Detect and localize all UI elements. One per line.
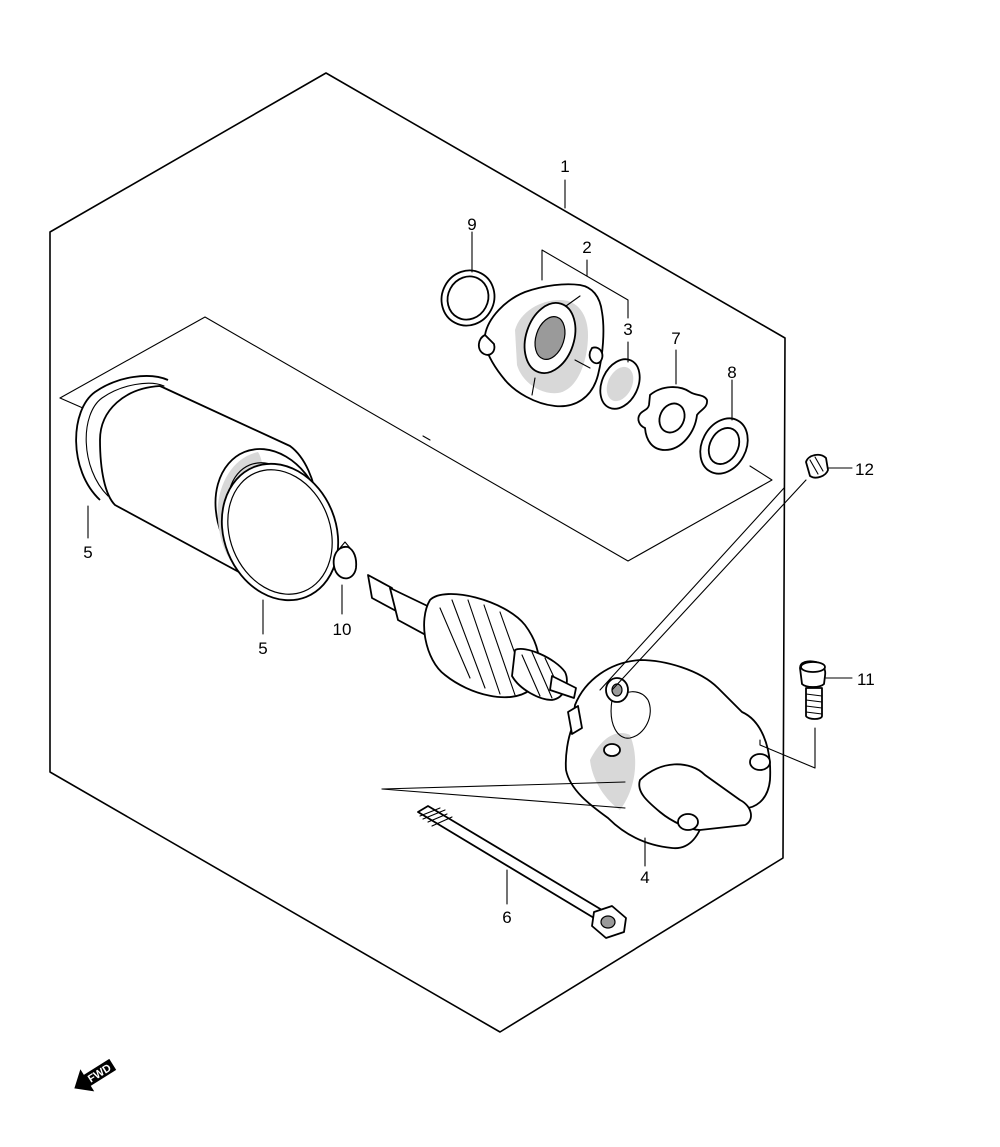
part-o-ring-9 [440, 269, 496, 327]
callout-1: 1 [560, 157, 569, 176]
callout-10: 10 [333, 620, 352, 639]
callout-9: 9 [467, 215, 476, 234]
leader-lines [87, 179, 853, 905]
callout-8: 8 [727, 363, 736, 382]
part-screw-12 [805, 453, 829, 479]
part-o-ring-5-right [220, 462, 340, 602]
callout-12: 12 [855, 460, 874, 479]
part-lock-washer-7 [637, 386, 708, 451]
callout-11: 11 [857, 670, 875, 689]
callout-3: 3 [623, 320, 632, 339]
part-oil-seal-3 [599, 358, 641, 410]
part-through-bolt-6 [417, 805, 627, 939]
part-armature [367, 574, 577, 701]
subgroup-bracket [59, 316, 773, 562]
callout-6: 6 [502, 908, 511, 927]
callout-7: 7 [671, 329, 680, 348]
callout-5-right: 5 [258, 639, 267, 658]
part-bolt-11 [799, 660, 827, 720]
part-front-housing-2 [477, 283, 605, 408]
part-circlip-10 [332, 541, 358, 580]
forward-arrow-icon: FWD [74, 1058, 117, 1092]
callout-4: 4 [640, 868, 649, 887]
callout-2: 2 [582, 238, 591, 257]
assembly-boundary [49, 72, 786, 1033]
callout-labels: 1 2 3 4 5 5 6 7 8 9 10 11 12 [83, 157, 874, 927]
part-washer-8 [699, 417, 749, 475]
callout-5-left: 5 [83, 543, 92, 562]
part-rear-housing-4 [564, 659, 772, 849]
